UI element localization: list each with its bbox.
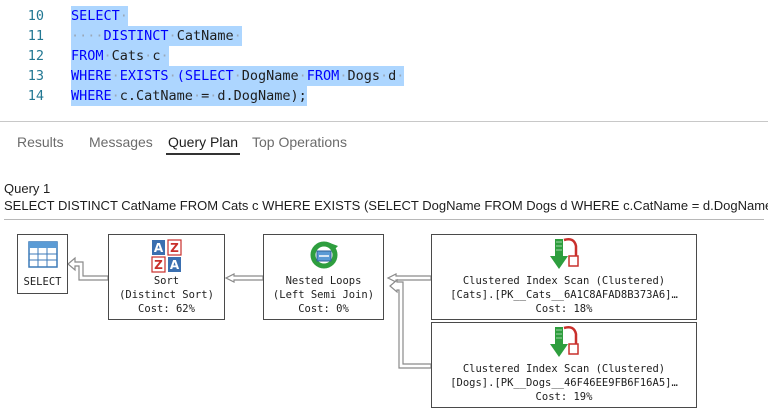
sql-identifier: c.CatName [119,88,193,104]
whitespace-marker: · [144,48,153,64]
sort-az-icon: A Z Z A [151,239,182,273]
clustered-index-scan-icon [550,238,579,269]
sql-identifier: Cats [111,48,145,64]
code-text[interactable]: ····DISTINCT·CatName· [71,26,242,46]
arrow-sort-to-select [67,256,109,281]
sql-keyword: EXISTS [119,68,169,84]
tab-results[interactable]: Results [17,134,64,150]
sql-identifier: DogName [241,68,299,84]
line-number: 11 [27,28,44,44]
node-cost: Cost: 62% [138,303,195,315]
tab-top-operations[interactable]: Top Operations [252,134,347,150]
node-name: Nested Loops [285,275,362,287]
plan-node-scan-cats[interactable]: Clustered Index Scan (Clustered) [Cats].… [431,234,697,320]
clustered-index-scan-icon [550,326,579,357]
node-detail: (Left Semi Join) [272,289,375,301]
whitespace-marker: · [192,88,202,104]
line-number: 13 [27,68,44,84]
whitespace-marker: · [160,48,169,64]
sql-identifier: CatName [176,28,234,44]
query-title: Query 1 [4,181,51,196]
svg-text:A: A [170,258,180,272]
code-text[interactable]: WHERE·c.CatName·=·d.DogName); [71,86,307,106]
sql-identifier: c [152,48,161,64]
node-cost: Cost: 0% [298,303,349,315]
line-number: 10 [27,8,44,24]
sql-operator: = [201,88,210,104]
plan-node-sort[interactable]: A Z Z A Sort (Distinct Sort) Cost: 62% [108,234,225,320]
sql-identifier: d.DogName); [217,88,307,104]
whitespace-marker: · [168,68,177,84]
code-line-14[interactable]: 14 WHERE·c.CatName·=·d.DogName); [0,86,768,106]
whitespace-marker: · [103,48,112,64]
sql-identifier: d [388,68,397,84]
code-text[interactable]: FROM·Cats·c· [71,46,169,66]
whitespace-marker: ···· [71,28,104,44]
node-name: Sort [153,275,180,287]
whitespace-marker: · [111,68,120,84]
active-tab-indicator [166,153,240,155]
line-number: 14 [27,88,44,104]
code-editor[interactable]: 10 SELECT· 11 ····DISTINCT·CatName· 12 F… [0,0,768,108]
sql-keyword: WHERE [71,68,112,84]
pane-divider[interactable] [0,121,768,122]
svg-text:Z: Z [170,241,179,255]
whitespace-marker: · [233,28,242,44]
code-line-10[interactable]: 10 SELECT· [0,6,768,26]
sql-keyword: (SELECT [176,68,234,84]
node-detail: (Distinct Sort) [119,289,214,301]
plan-node-select[interactable]: SELECT [17,234,68,294]
code-line-12[interactable]: 12 FROM·Cats·c· [0,46,768,66]
arrow-cats-to-loops [386,273,432,283]
arrow-dogs-to-loops [389,278,432,369]
node-cost: Cost: 18% [535,303,593,315]
sql-keyword: WHERE [71,88,112,104]
sql-keyword: SELECT [71,8,120,24]
whitespace-marker: · [111,88,120,104]
sql-identifier: Dogs [347,68,380,84]
node-label: SELECT [23,276,62,288]
query-text: SELECT DISTINCT CatName FROM Cats c WHER… [4,198,768,213]
svg-text:Z: Z [154,258,163,272]
node-name: Clustered Index Scan (Clustered) [462,363,666,375]
svg-text:A: A [154,241,164,255]
whitespace-marker: · [168,28,177,44]
plan-node-scan-dogs[interactable]: Clustered Index Scan (Clustered) [Dogs].… [431,322,697,408]
whitespace-marker: · [379,68,389,84]
whitespace-marker: · [339,68,348,84]
tab-messages[interactable]: Messages [89,134,153,150]
node-cost: Cost: 19% [535,391,593,403]
code-text[interactable]: WHERE·EXISTS·(SELECT·DogName·FROM·Dogs·d… [71,66,405,86]
table-icon [28,241,58,268]
node-name: Clustered Index Scan (Clustered) [462,275,666,287]
code-line-13[interactable]: 13 WHERE·EXISTS·(SELECT·DogName·FROM·Dog… [0,66,768,86]
whitespace-marker: · [298,68,307,84]
node-object: [Cats].[PK__Cats__6A1C8AFAD8B373A6]… [450,289,678,301]
node-object: [Dogs].[PK__Dogs__46F46EE9FB6F16A5]… [450,377,678,389]
tab-query-plan[interactable]: Query Plan [168,134,239,150]
whitespace-marker: · [396,68,405,84]
arrow-loops-to-sort [224,273,264,283]
code-line-11[interactable]: 11 ····DISTINCT·CatName· [0,26,768,46]
whitespace-marker: · [209,88,218,104]
whitespace-marker: · [233,68,242,84]
sql-keyword: DISTINCT [103,28,169,44]
nested-loops-icon [310,241,338,269]
code-text[interactable]: SELECT· [71,6,128,26]
sql-keyword: FROM [306,68,340,84]
line-number: 12 [27,48,44,64]
whitespace-marker: · [119,8,128,24]
divider [4,219,764,220]
plan-node-nested-loops[interactable]: Nested Loops (Left Semi Join) Cost: 0% [263,234,384,320]
sql-keyword: FROM [71,48,104,64]
